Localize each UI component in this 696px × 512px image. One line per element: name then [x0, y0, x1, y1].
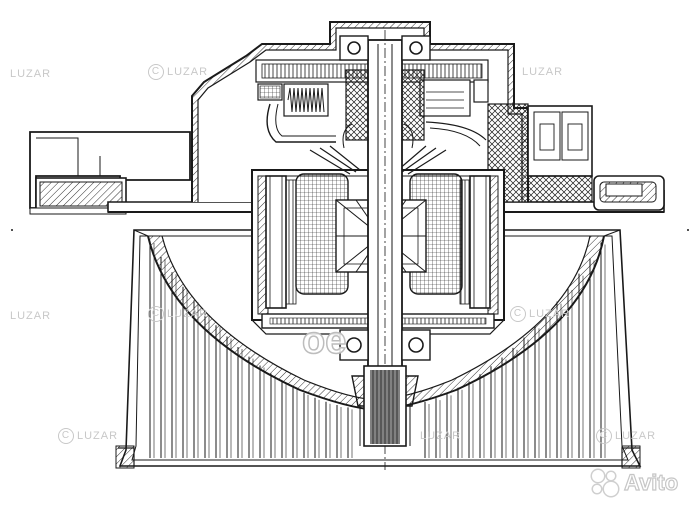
watermark-brand: LUZAR	[10, 310, 52, 322]
watermark-avito-logo: Avito	[590, 467, 679, 499]
corner-marks	[11, 229, 689, 231]
watermark-oe-logo: oe	[301, 319, 347, 363]
avito-dots-icon	[590, 468, 620, 498]
shaft-assembly	[339, 30, 431, 470]
watermark-brand: LUZAR	[420, 430, 462, 442]
watermark-brand: LUZAR	[522, 66, 564, 78]
avito-wordmark: Avito	[623, 469, 679, 495]
watermark-brand: LUZAR	[10, 68, 52, 80]
fan-blades	[149, 241, 606, 458]
